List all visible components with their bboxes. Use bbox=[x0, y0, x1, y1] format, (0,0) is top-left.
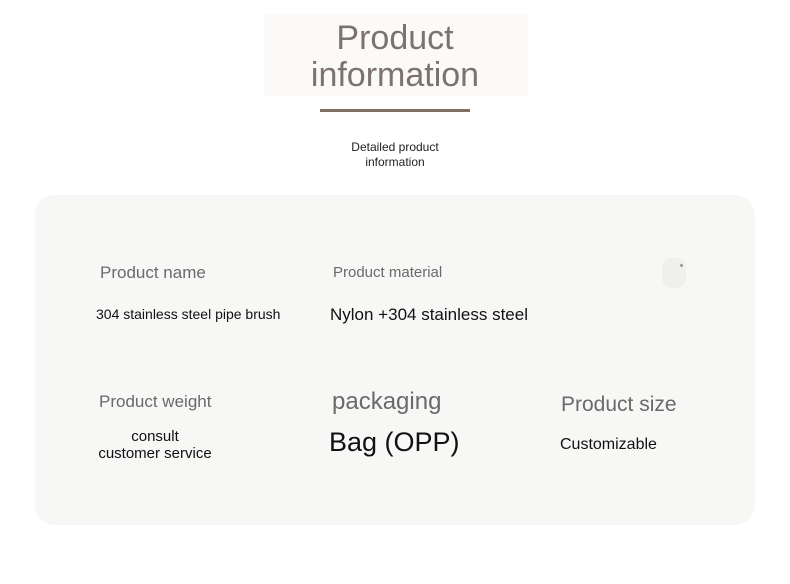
page-subtitle-line-1: Detailed product bbox=[351, 140, 439, 154]
product-size-label: Product size bbox=[561, 393, 677, 416]
product-name-label: Product name bbox=[100, 263, 206, 282]
product-weight-value-line-2: customer service bbox=[98, 445, 212, 462]
packaging-value: Bag (OPP) bbox=[329, 427, 460, 457]
product-weight-value-line-1: consult bbox=[131, 428, 179, 445]
header-background bbox=[264, 14, 528, 96]
page-title: Product information bbox=[0, 20, 790, 94]
page-subtitle: Detailed product information bbox=[0, 140, 790, 170]
decorative-dot-icon bbox=[662, 258, 686, 288]
spec-panel bbox=[35, 195, 755, 525]
product-material-label: Product material bbox=[333, 264, 443, 281]
product-weight-label: Product weight bbox=[99, 392, 212, 411]
product-name-value: 304 stainless steel pipe brush bbox=[96, 306, 281, 322]
page-subtitle-line-2: information bbox=[365, 155, 425, 169]
product-size-value: Customizable bbox=[560, 436, 657, 453]
product-weight-value: consult customer service bbox=[94, 428, 216, 462]
page-title-line-2: information bbox=[310, 56, 480, 94]
packaging-label: packaging bbox=[332, 388, 442, 415]
page-title-line-1: Product bbox=[336, 19, 454, 57]
title-divider bbox=[320, 109, 470, 112]
product-material-value: Nylon +304 stainless steel bbox=[330, 305, 528, 324]
